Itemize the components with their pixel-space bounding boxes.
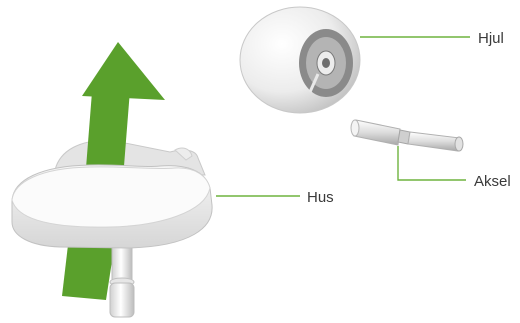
axle-label: Aksel <box>474 173 511 190</box>
arrow-upper-icon <box>82 42 165 168</box>
axle-part <box>350 119 464 152</box>
housing-body <box>11 147 213 249</box>
wheel-part <box>239 6 361 114</box>
leader-lines <box>216 36 470 197</box>
arrow-lower-icon <box>62 245 114 300</box>
housing-label: Hus <box>307 189 334 206</box>
axle-leader-line <box>397 146 466 181</box>
wheel-label: Hjul <box>478 30 504 47</box>
housing-stem <box>109 245 135 318</box>
